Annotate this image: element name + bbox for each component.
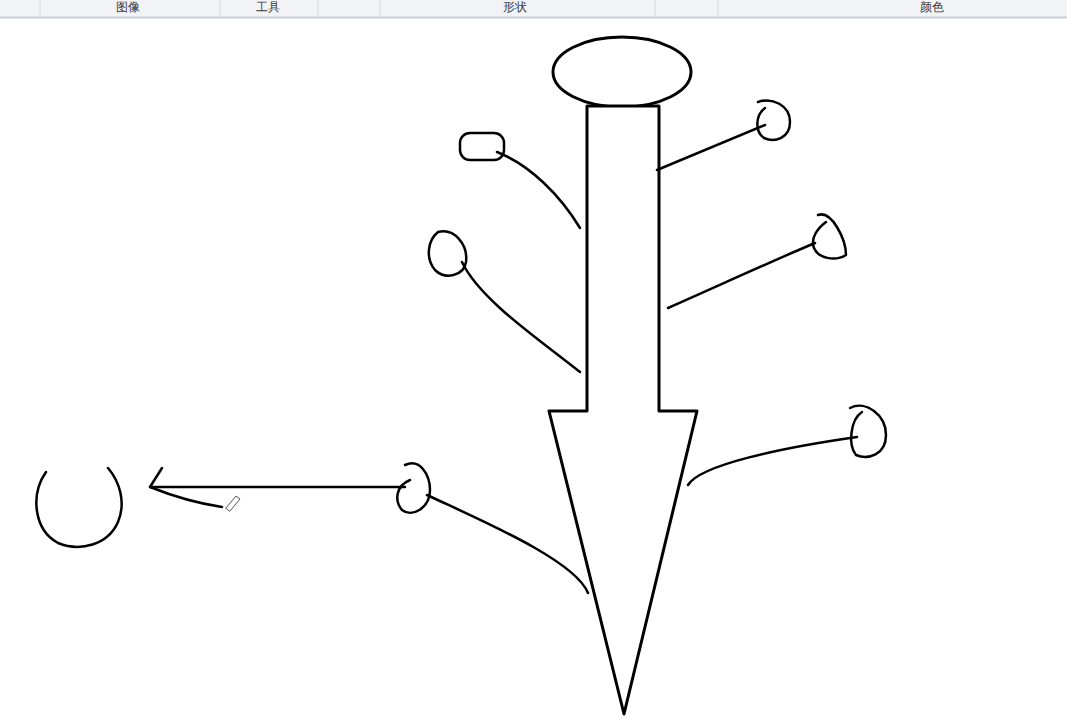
sketch <box>36 37 886 714</box>
open-circle <box>36 468 121 547</box>
toolbar-label: 颜色 <box>920 0 944 14</box>
left-arrow-line <box>150 486 405 489</box>
down-arrow <box>549 106 697 714</box>
branch-lines <box>427 125 857 593</box>
top-ellipse <box>553 37 691 107</box>
toolbar-ground <box>0 0 1067 17</box>
branch-circles <box>397 101 886 513</box>
pencil-cursor <box>226 496 240 511</box>
toolbar-label: 工具 <box>256 0 280 14</box>
toolbar-border <box>0 17 1067 19</box>
toolbar-separators <box>40 0 718 16</box>
left-arrow-head <box>150 468 222 507</box>
toolbar-label: 图像 <box>116 0 140 14</box>
toolbar-label: 形状 <box>503 0 527 14</box>
